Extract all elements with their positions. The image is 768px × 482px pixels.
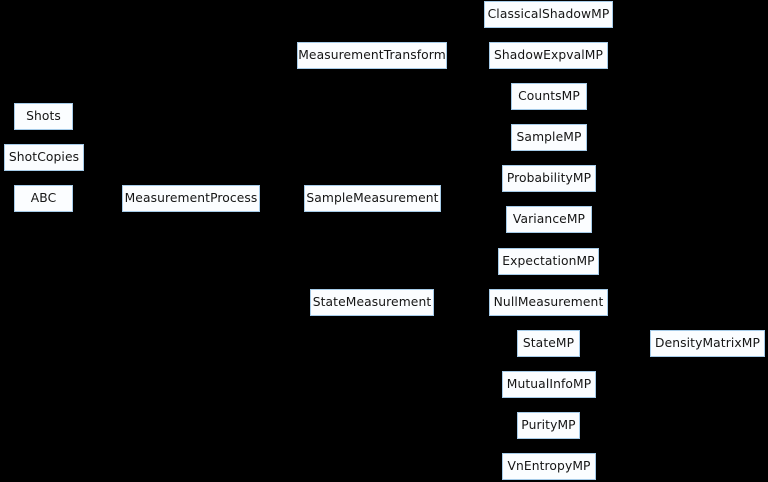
edge-sample-measurement-to-variance-mp	[440, 198, 507, 220]
node-null-measurement[interactable]: NullMeasurement	[489, 289, 608, 316]
edge-state-measurement-to-probability-mp	[433, 178, 503, 303]
node-classical-shadow-mp[interactable]: ClassicalShadowMP	[484, 1, 613, 28]
node-purity-mp[interactable]: PurityMP	[517, 412, 580, 439]
node-label-probability-mp: ProbabilityMP	[506, 171, 592, 185]
node-label-sample-measurement: SampleMeasurement	[306, 191, 439, 205]
edge-sample-measurement-to-probability-mp	[440, 178, 503, 199]
node-label-classical-shadow-mp: ClassicalShadowMP	[487, 7, 610, 21]
node-label-shot-copies: ShotCopies	[8, 150, 80, 164]
node-variance-mp[interactable]: VarianceMP	[506, 206, 592, 233]
node-label-shots: Shots	[26, 109, 61, 123]
edge-measurement-transform-to-classical-shadow-mp	[446, 14, 485, 56]
edge-sample-measurement-to-expectation-mp	[440, 198, 499, 262]
node-label-abc: ABC	[30, 191, 57, 205]
node-label-measurement-transform: MeasurementTransform	[298, 48, 446, 62]
edge-measurement-process-to-state-measurement	[259, 198, 311, 303]
node-state-mp[interactable]: StateMP	[517, 330, 580, 357]
node-label-vn-entropy-mp: VnEntropyMP	[507, 459, 591, 473]
node-measurement-transform[interactable]: MeasurementTransform	[297, 42, 447, 69]
node-label-expectation-mp: ExpectationMP	[502, 254, 595, 268]
node-density-matrix-mp[interactable]: DensityMatrixMP	[650, 330, 765, 357]
edge-sample-measurement-to-sample-mp	[440, 137, 512, 199]
edge-state-measurement-to-purity-mp	[433, 302, 518, 426]
edge-shot-copies-to-measurement-process	[83, 157, 123, 199]
node-sample-mp[interactable]: SampleMP	[511, 124, 587, 151]
node-label-density-matrix-mp: DensityMatrixMP	[655, 336, 760, 350]
node-sample-measurement[interactable]: SampleMeasurement	[304, 185, 441, 212]
node-mutual-info-mp[interactable]: MutualInfoMP	[502, 371, 596, 398]
node-label-purity-mp: PurityMP	[521, 418, 576, 432]
edge-measurement-process-to-measurement-transform	[259, 55, 298, 199]
node-label-counts-mp: CountsMP	[518, 89, 580, 103]
edge-state-measurement-to-vn-entropy-mp	[433, 302, 503, 467]
node-label-measurement-process: MeasurementProcess	[124, 191, 258, 205]
node-label-shadow-expval-mp: ShadowExpvalMP	[493, 48, 604, 62]
node-counts-mp[interactable]: CountsMP	[511, 83, 587, 110]
node-vn-entropy-mp[interactable]: VnEntropyMP	[502, 453, 596, 480]
node-label-variance-mp: VarianceMP	[512, 212, 586, 226]
node-shots[interactable]: Shots	[14, 103, 73, 130]
node-abc[interactable]: ABC	[14, 185, 73, 212]
node-label-mutual-info-mp: MutualInfoMP	[506, 377, 592, 391]
node-shot-copies[interactable]: ShotCopies	[4, 144, 84, 171]
node-measurement-process[interactable]: MeasurementProcess	[122, 185, 260, 212]
node-probability-mp[interactable]: ProbabilityMP	[502, 165, 596, 192]
node-state-measurement[interactable]: StateMeasurement	[310, 289, 434, 316]
node-label-state-measurement: StateMeasurement	[312, 295, 432, 309]
edge-sample-measurement-to-null-measurement	[440, 198, 490, 303]
node-shadow-expval-mp[interactable]: ShadowExpvalMP	[489, 42, 608, 69]
node-expectation-mp[interactable]: ExpectationMP	[498, 248, 599, 275]
node-label-sample-mp: SampleMP	[516, 130, 582, 144]
node-label-null-measurement: NullMeasurement	[493, 295, 604, 309]
node-label-state-mp: StateMP	[522, 336, 575, 350]
edge-sample-measurement-to-counts-mp	[440, 96, 512, 199]
